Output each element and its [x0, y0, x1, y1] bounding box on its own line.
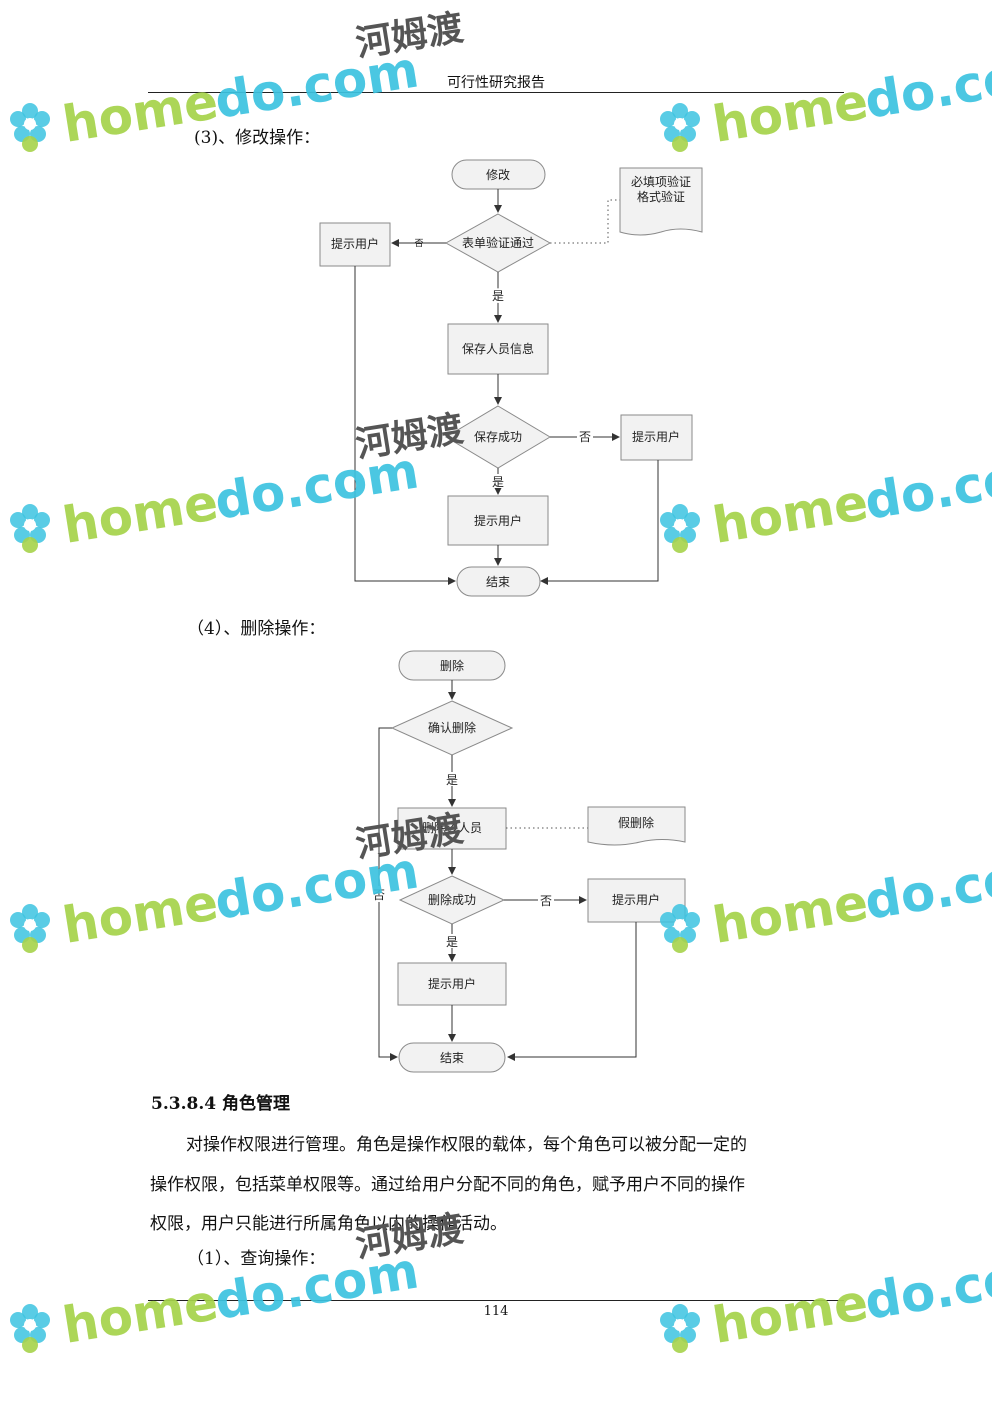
delete-person-label: 删除该人员 [422, 820, 482, 835]
confirm-decision-label: 确认删除 [428, 720, 476, 735]
notify-user-bottom-box [447, 495, 549, 546]
save-ok-decision-label: 保存成功 [474, 430, 522, 444]
query-label: （1）、查询操作： [187, 1249, 326, 1269]
para-line-3: 权限，用户只能进行所属角色以内的操作活动。 [150, 1214, 507, 1234]
section-heading: 5.3.8.4 角色管理 [151, 1094, 290, 1114]
yes-label-1: 是 [446, 773, 458, 787]
notify-user-bottom-box [397, 962, 507, 1006]
end-terminal-label: 结束 [486, 575, 510, 589]
delete-start-label: 删除 [440, 658, 464, 673]
page-number: 114 [483, 1304, 509, 1319]
header-rule [148, 92, 844, 93]
soft-delete-note [587, 806, 686, 846]
yes-label-bg: 是 [492, 289, 504, 303]
validation-note-line2: 格式验证 [637, 189, 685, 204]
notify-user-bottom-label: 提示用户 [474, 513, 522, 528]
validation-note [619, 167, 703, 236]
notify-user-right-label: 提示用户 [632, 429, 680, 444]
validation-note-line1: 必填项验证 [631, 174, 691, 189]
validate-decision-label: 表单验证通过 [462, 235, 534, 250]
yes-label-2: 是 [492, 475, 504, 489]
save-box-label: 保存人员信息 [462, 341, 534, 356]
para-line-1: 对操作权限进行管理。角色是操作权限的载体，每个角色可以被分配一定的 [186, 1135, 747, 1155]
para-line-2: 操作权限，包括菜单权限等。通过给用户分配不同的角色，赋予用户不同的操作 [150, 1174, 745, 1195]
no-left-label: 否 [373, 888, 385, 902]
no-label: 否 [579, 430, 591, 444]
body-paragraph: 对操作权限进行管理。角色是操作权限的载体，每个角色可以被分配一定的 操作权限，包… [150, 1126, 845, 1245]
no-label-small: 否 [414, 238, 423, 249]
no-label: 否 [540, 894, 552, 908]
start-terminal-label: 修改 [486, 167, 510, 182]
delete-end-terminal [398, 1042, 506, 1073]
save-box [447, 323, 549, 375]
delete-end-label: 结束 [440, 1051, 464, 1065]
notify-user-left-box [319, 222, 391, 267]
section-4-label: （4）、删除操作： [187, 619, 326, 639]
notify-user-bottom-label: 提示用户 [428, 976, 476, 991]
footer-rule [148, 1300, 844, 1301]
end-terminal [456, 566, 541, 597]
yes-label-1: 是 [492, 289, 504, 303]
yes-label-2: 是 [446, 935, 458, 949]
header-title: 可行性研究报告 [447, 75, 545, 91]
soft-delete-note-label: 假删除 [618, 815, 654, 830]
notify-user-right-label: 提示用户 [612, 892, 660, 907]
notify-user-left-label: 提示用户 [331, 236, 379, 251]
delete-ok-decision-label: 删除成功 [428, 892, 476, 907]
